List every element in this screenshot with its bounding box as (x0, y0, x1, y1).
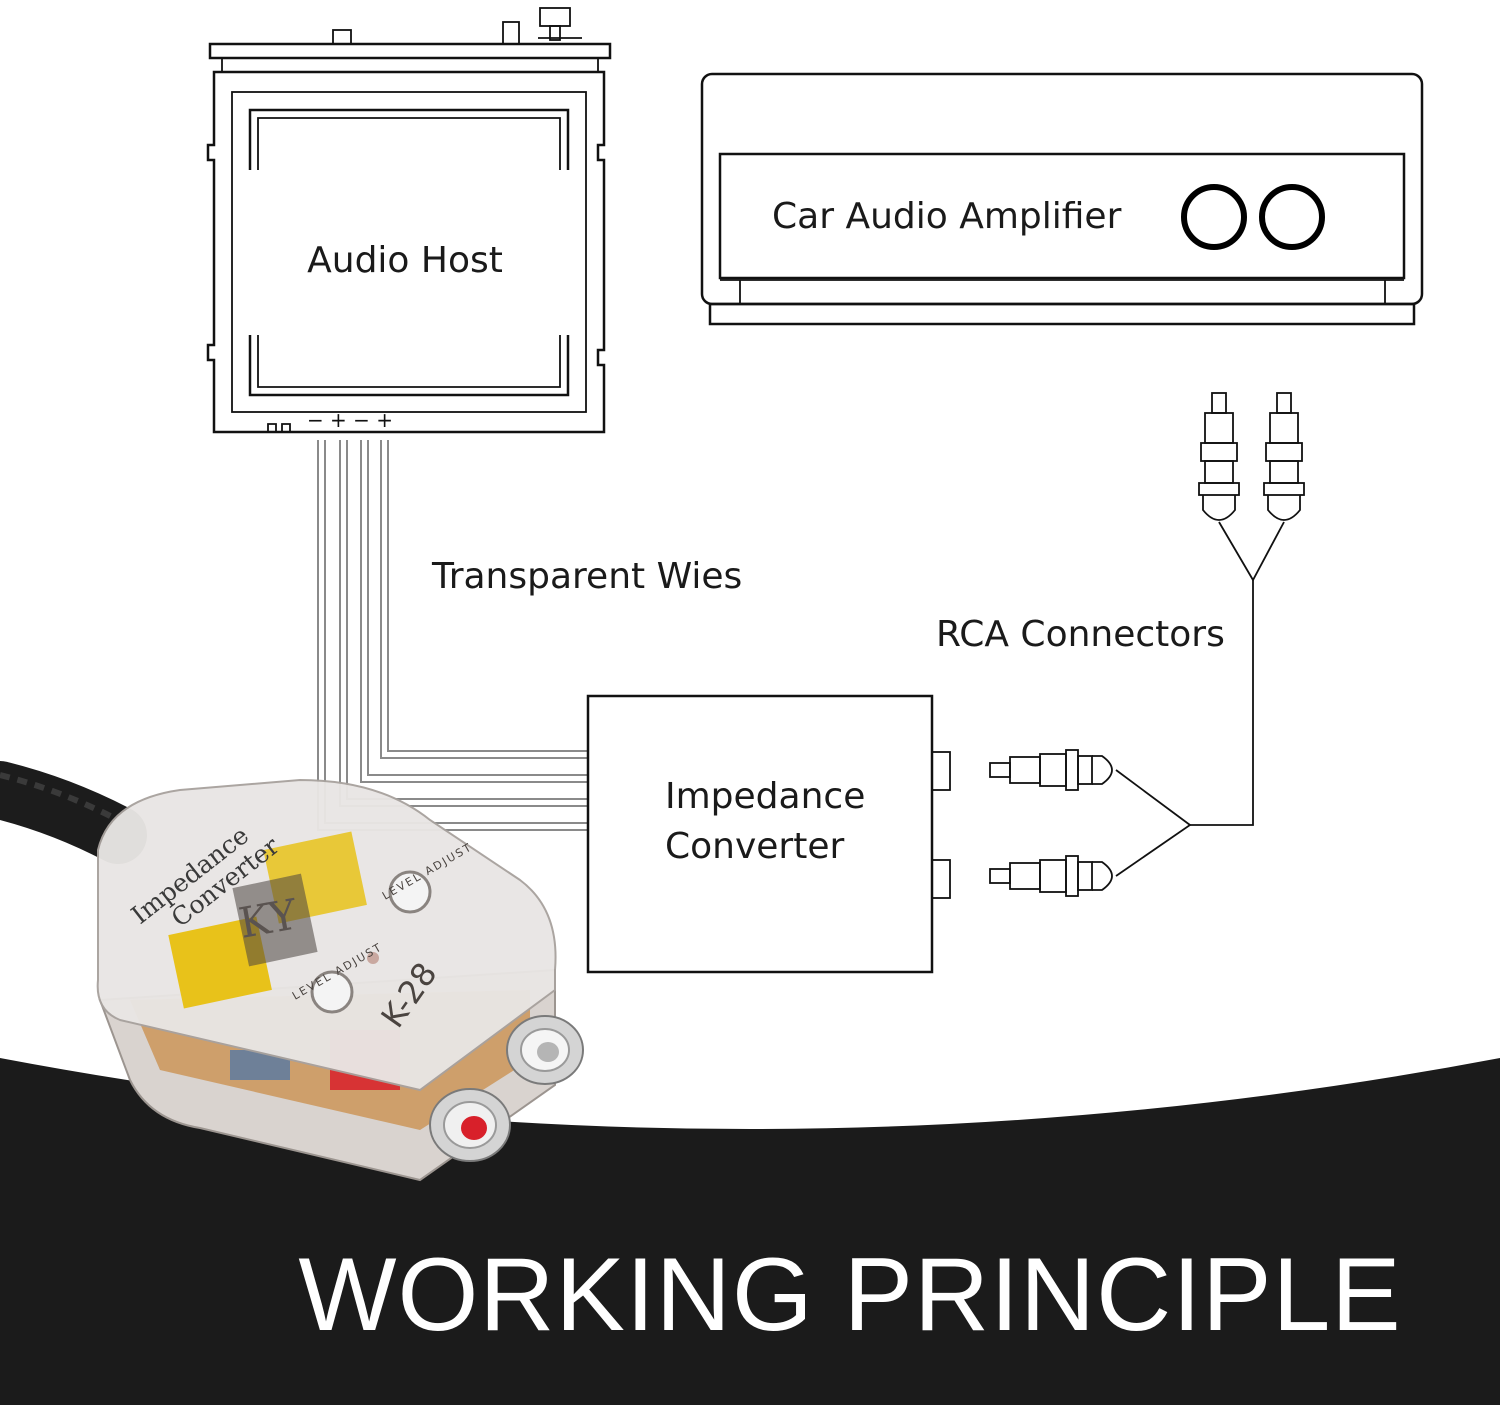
rca-plugs-vertical (1190, 392, 1305, 826)
rca-jack-red (429, 1088, 511, 1162)
amplifier-knob-2 (1259, 184, 1325, 250)
car-audio-amplifier-label: Car Audio Amplifier (772, 196, 1122, 237)
transparent-wires (317, 440, 588, 831)
impedance-converter-label-line1: Impedance (665, 776, 865, 817)
rca-plugs-horizontal (989, 749, 1192, 897)
impedance-converter-label-line2: Converter (665, 826, 844, 867)
speaker-terminal-polarity: − + − + (307, 408, 393, 432)
audio-host-unit: Audio Host − + − + (206, 7, 612, 434)
working-principle-title: WORKING PRINCIPLE (298, 1237, 1401, 1353)
amplifier-knob-1 (1181, 184, 1247, 250)
impedance-converter-block: Impedance Converter (586, 694, 951, 974)
audio-host-label: Audio Host (307, 240, 503, 281)
transparent-wires-label: Transparent Wies (431, 556, 742, 597)
product-device-illustration: Impedance Converter KY K-28 LEVEL ADJUST… (0, 761, 584, 1182)
device-brand: KY (235, 889, 302, 948)
rca-jack-white (506, 1015, 584, 1085)
rca-connectors-label: RCA Connectors (936, 614, 1225, 655)
car-audio-amplifier-unit: Car Audio Amplifier (700, 72, 1424, 326)
